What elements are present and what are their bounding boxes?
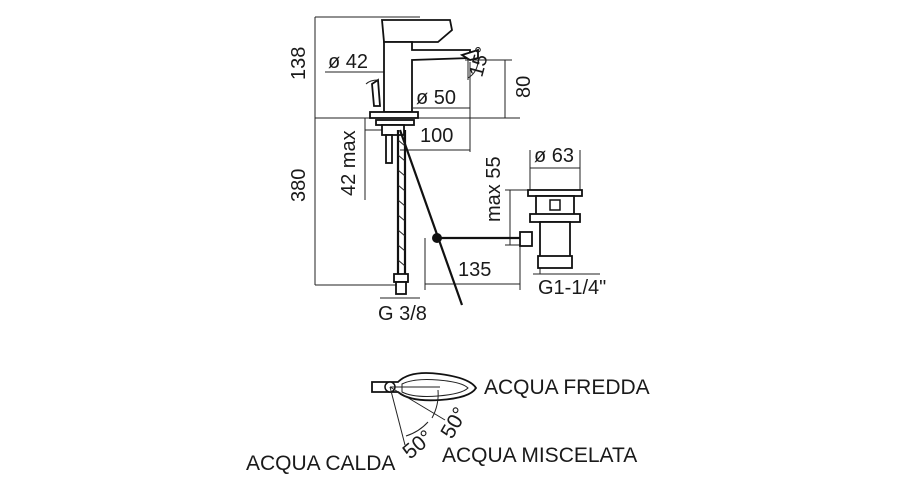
angle-right-label: 50°: [436, 403, 472, 442]
dim-below-deck-length: 380: [288, 169, 310, 202]
angle-left-label: 50°: [398, 426, 437, 464]
dim-base-diameter: ø 42: [328, 51, 368, 73]
dim-waste-length: max 55: [483, 156, 505, 222]
faucet-body: [365, 19, 520, 306]
mixed-water-label: ACQUA MISCELATA: [442, 444, 637, 467]
dim-spout-height: 80: [513, 76, 535, 98]
lever-rotation-diagram: ACQUA FREDDA 50° 50° ACQUA CALDA ACQUA M…: [246, 372, 650, 475]
dim-total-height: 138: [288, 47, 310, 80]
dim-waste-thread: G1-1/4": [538, 277, 606, 299]
dim-body-diameter: ø 50: [416, 87, 456, 109]
cold-water-label: ACQUA FREDDA: [484, 376, 650, 399]
dim-mount-thickness: 42 max: [338, 130, 360, 196]
hot-water-label: ACQUA CALDA: [246, 452, 395, 475]
dim-supply-thread: G 3/8: [378, 303, 427, 325]
dim-spout-reach: 100: [420, 125, 453, 147]
dimension-labels: 138 ø 42 15° ø 50 80 100 42 max 380 max …: [288, 44, 606, 325]
dim-rod-length: 135: [458, 259, 491, 281]
dim-waste-diameter: ø 63: [534, 145, 574, 167]
waste-assembly: [519, 189, 583, 269]
